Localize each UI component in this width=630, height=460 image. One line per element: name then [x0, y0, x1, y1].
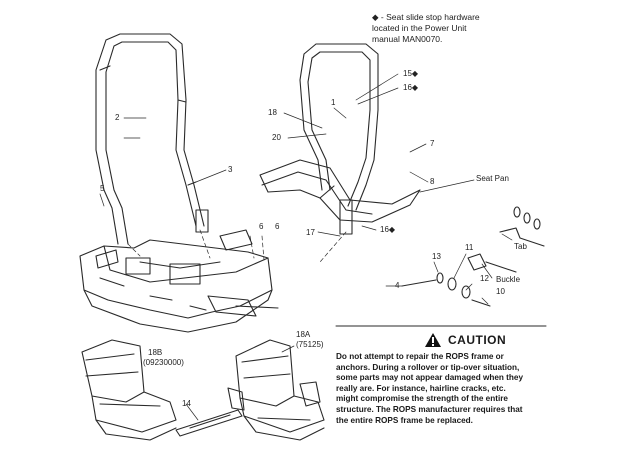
caution-line: structure. The ROPS manufacturer require… [336, 404, 523, 414]
hardware-note: ◆ - Seat slide stop hardware located in … [372, 12, 542, 45]
callout-13: 13 [432, 252, 441, 261]
callout-18a: 18A [296, 330, 311, 339]
callout-4: 4 [395, 281, 400, 290]
caution-box: CAUTION Do not attempt to repair the ROP… [336, 326, 546, 444]
callout-1: 1 [331, 98, 336, 107]
buckle-hardware [401, 272, 491, 307]
seat-pan-label: Seat Pan [476, 174, 509, 183]
note-marker: ◆ [372, 12, 379, 22]
caution-line: some parts may not appear damaged when t… [336, 373, 524, 383]
caution-body: Do not attempt to repair the ROPS frame … [336, 352, 546, 426]
seat-18a [227, 339, 325, 441]
callout-18a-part-number: (75125) [296, 340, 324, 349]
note-line-1: - Seat slide stop hardware [378, 12, 480, 22]
callout-20: 20 [272, 133, 281, 142]
leader-lines [99, 73, 513, 421]
note-line-2: located in the Power Unit [372, 23, 467, 33]
caution-line: Do not attempt to repair the ROPS frame … [336, 352, 504, 361]
callout-18: 18 [268, 108, 277, 117]
seat-pan [259, 159, 421, 223]
callout-16-top: 16◆ [403, 83, 419, 92]
caution-line: really are. For instance, hairline crack… [336, 383, 506, 393]
note-line-3: manual MAN0070. [372, 34, 443, 44]
caution-title: CAUTION [448, 333, 507, 347]
callout-8: 8 [430, 177, 435, 186]
callout-10: 10 [496, 287, 505, 296]
caution-line: might compromise the strength of the ent… [336, 394, 508, 404]
callout-3: 3 [228, 165, 233, 174]
callout-6-right: 6 [275, 222, 280, 231]
caution-line: the entire ROPS frame be replaced. [336, 415, 473, 425]
seat-belt-tab-hardware [467, 206, 545, 273]
rops-frame-right [299, 43, 379, 235]
callout-12: 12 [480, 274, 489, 283]
caution-header: CAUTION [424, 332, 546, 348]
callout-18b-part-number: (09230000) [143, 358, 184, 367]
callout-5: 5 [100, 184, 105, 193]
rops-frame-left [95, 33, 209, 245]
tab-label: Tab [514, 242, 527, 251]
warning-triangle-icon [425, 333, 441, 347]
callout-17: 17 [306, 228, 315, 237]
assembly-guide-lines [127, 229, 347, 263]
callout-2: 2 [115, 113, 120, 122]
callout-15: 15◆ [403, 69, 419, 78]
seat-18b [81, 339, 177, 441]
tractor-chassis [79, 229, 279, 333]
callout-6-left: 6 [259, 222, 264, 231]
callout-11: 11 [465, 243, 474, 252]
buckle-label: Buckle [496, 275, 521, 284]
callout-16-bottom: 16◆ [380, 225, 396, 234]
callout-7: 7 [430, 139, 435, 148]
caution-line: anchors. During a rollover or tip-over s… [336, 362, 520, 372]
callout-18b: 18B [148, 348, 163, 357]
seat-slide-rail [175, 409, 243, 437]
callout-14: 14 [182, 399, 191, 408]
